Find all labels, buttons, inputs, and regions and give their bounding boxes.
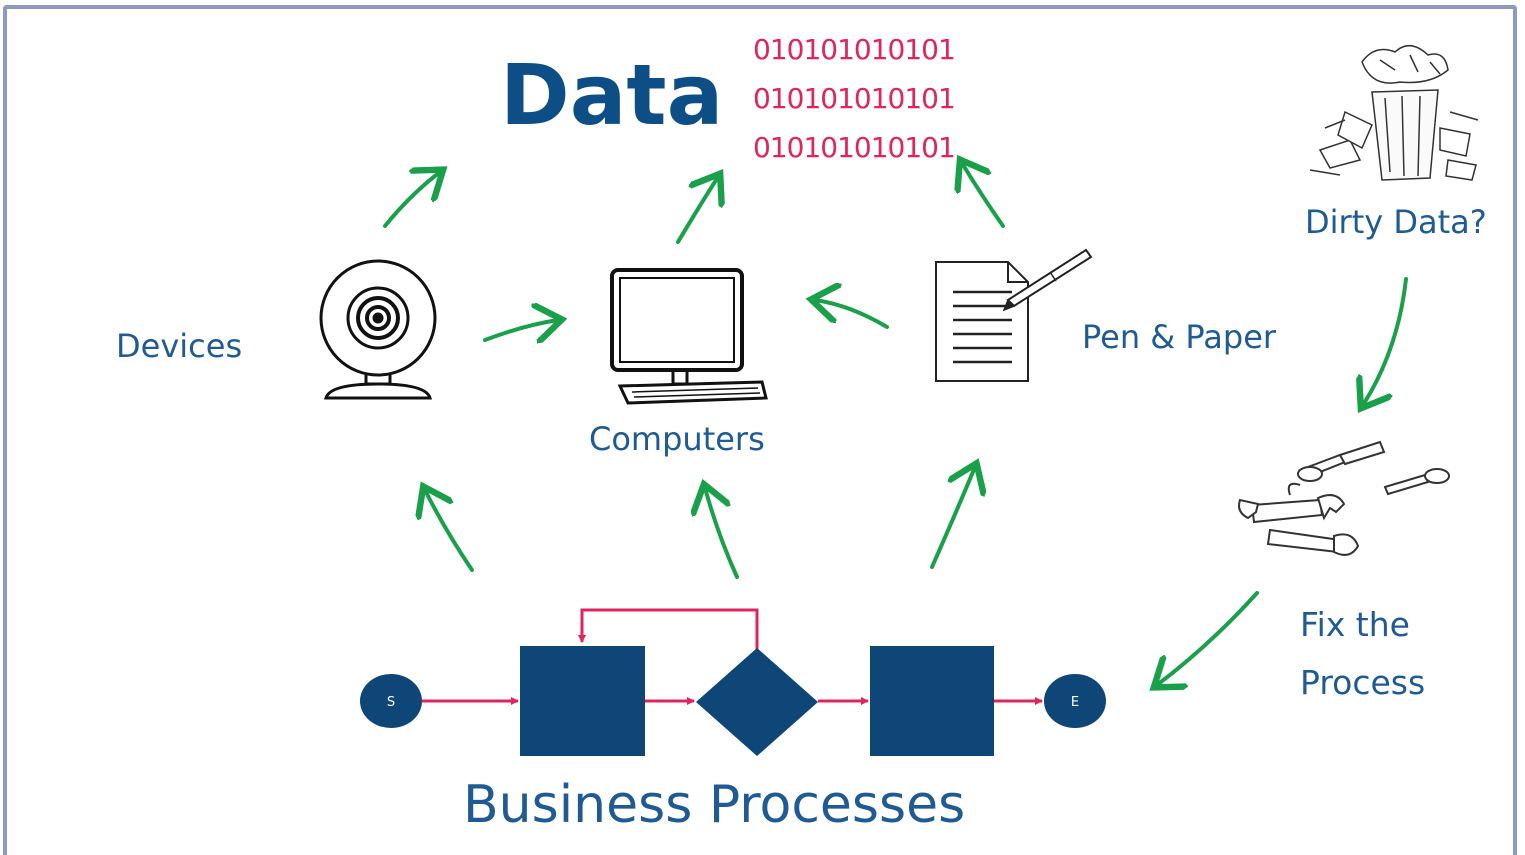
arrow-process-to-paper <box>930 467 975 569</box>
pen-paper-label: Pen & Paper <box>1082 318 1277 356</box>
flow-start-node <box>360 674 422 728</box>
tools-icon <box>1238 440 1450 556</box>
flow-process-box <box>520 646 645 756</box>
diagram-frame <box>3 5 1517 855</box>
business-process-flow: S E <box>360 608 1106 756</box>
binary-line: 010101010101 <box>753 131 956 164</box>
flow-end-node <box>1044 674 1106 728</box>
arrow-paper-to-computer <box>815 300 889 329</box>
devices-label: Devices <box>116 327 243 365</box>
fix-process-label-line1: Fix the <box>1300 605 1410 644</box>
flow-process-box <box>870 646 994 756</box>
computer-icon <box>610 268 768 405</box>
binary-line: 010101010101 <box>753 82 956 115</box>
binary-line: 010101010101 <box>753 33 956 66</box>
arrow-fix-to-process <box>1157 591 1259 685</box>
trash-pile-icon <box>1309 45 1479 181</box>
document-pen-icon <box>935 248 1093 382</box>
flow-start-label: S <box>387 695 395 710</box>
business-processes-label: Business Processes <box>463 775 966 835</box>
arrow-computers-to-data <box>676 177 718 244</box>
fix-process-label-line2: Process <box>1300 663 1426 702</box>
arrow-paper-to-data <box>962 163 1005 228</box>
dirty-data-label: Dirty Data? <box>1305 203 1487 241</box>
data-title: Data <box>500 46 724 144</box>
computers-label: Computers <box>589 420 765 458</box>
arrow-process-to-computers <box>705 488 739 579</box>
arrow-webcam-to-computer <box>483 320 558 340</box>
webcam-icon <box>319 259 437 400</box>
arrow-devices-to-data <box>383 172 440 228</box>
arrow-process-to-webcam <box>425 490 474 572</box>
flow-end-label: E <box>1071 695 1079 710</box>
arrow-dirty-to-fix <box>1363 277 1408 405</box>
flow-loop-line <box>578 608 759 650</box>
flow-decision-diamond <box>696 648 818 756</box>
